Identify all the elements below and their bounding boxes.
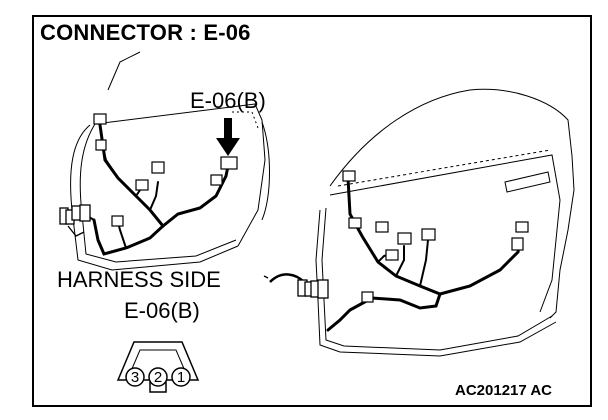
- callout-label: E-06(B): [190, 88, 266, 113]
- connector-box: [95, 139, 107, 151]
- connector-box: [421, 228, 436, 241]
- right-door: [315, 88, 575, 357]
- left-door: [70, 51, 270, 271]
- pin-numbers: 3 2 1: [131, 369, 185, 386]
- pin-circles: [125, 367, 191, 387]
- connector-box: [342, 170, 356, 182]
- pin-3-circle: [125, 367, 145, 387]
- left-grommet: [59, 204, 91, 237]
- pin-3-label: 3: [131, 369, 139, 386]
- callout-arrow: [216, 118, 240, 156]
- harness-connector-label: E-06(B): [124, 298, 200, 323]
- connector-box: [111, 215, 124, 227]
- connector-box: [385, 249, 399, 261]
- connector-box: [348, 217, 362, 229]
- connector-box: [93, 113, 107, 125]
- connector-box: [511, 237, 524, 251]
- connector-box: [515, 221, 529, 233]
- harness-side-label: HARNESS SIDE: [57, 267, 221, 292]
- diagram-title: CONNECTOR : E-06: [40, 20, 251, 45]
- pin-2-label: 2: [154, 369, 162, 386]
- connector-box: [210, 174, 223, 186]
- connector-box: [361, 291, 374, 303]
- figure-code: AC201217 AC: [455, 382, 552, 399]
- left-connectors: [93, 113, 238, 227]
- diagram-frame: [32, 15, 592, 407]
- e06b-connector: [220, 156, 238, 170]
- connector-box: [375, 221, 389, 233]
- right-harness: [326, 171, 522, 332]
- connector-box: [397, 232, 412, 245]
- right-grommet: [263, 273, 329, 299]
- connector-box: [135, 179, 149, 191]
- pin-1-label: 1: [177, 369, 185, 386]
- connector-box: [151, 161, 165, 174]
- pin-2-circle: [148, 367, 168, 387]
- pin-1-circle: [171, 367, 191, 387]
- right-connectors: [342, 170, 529, 303]
